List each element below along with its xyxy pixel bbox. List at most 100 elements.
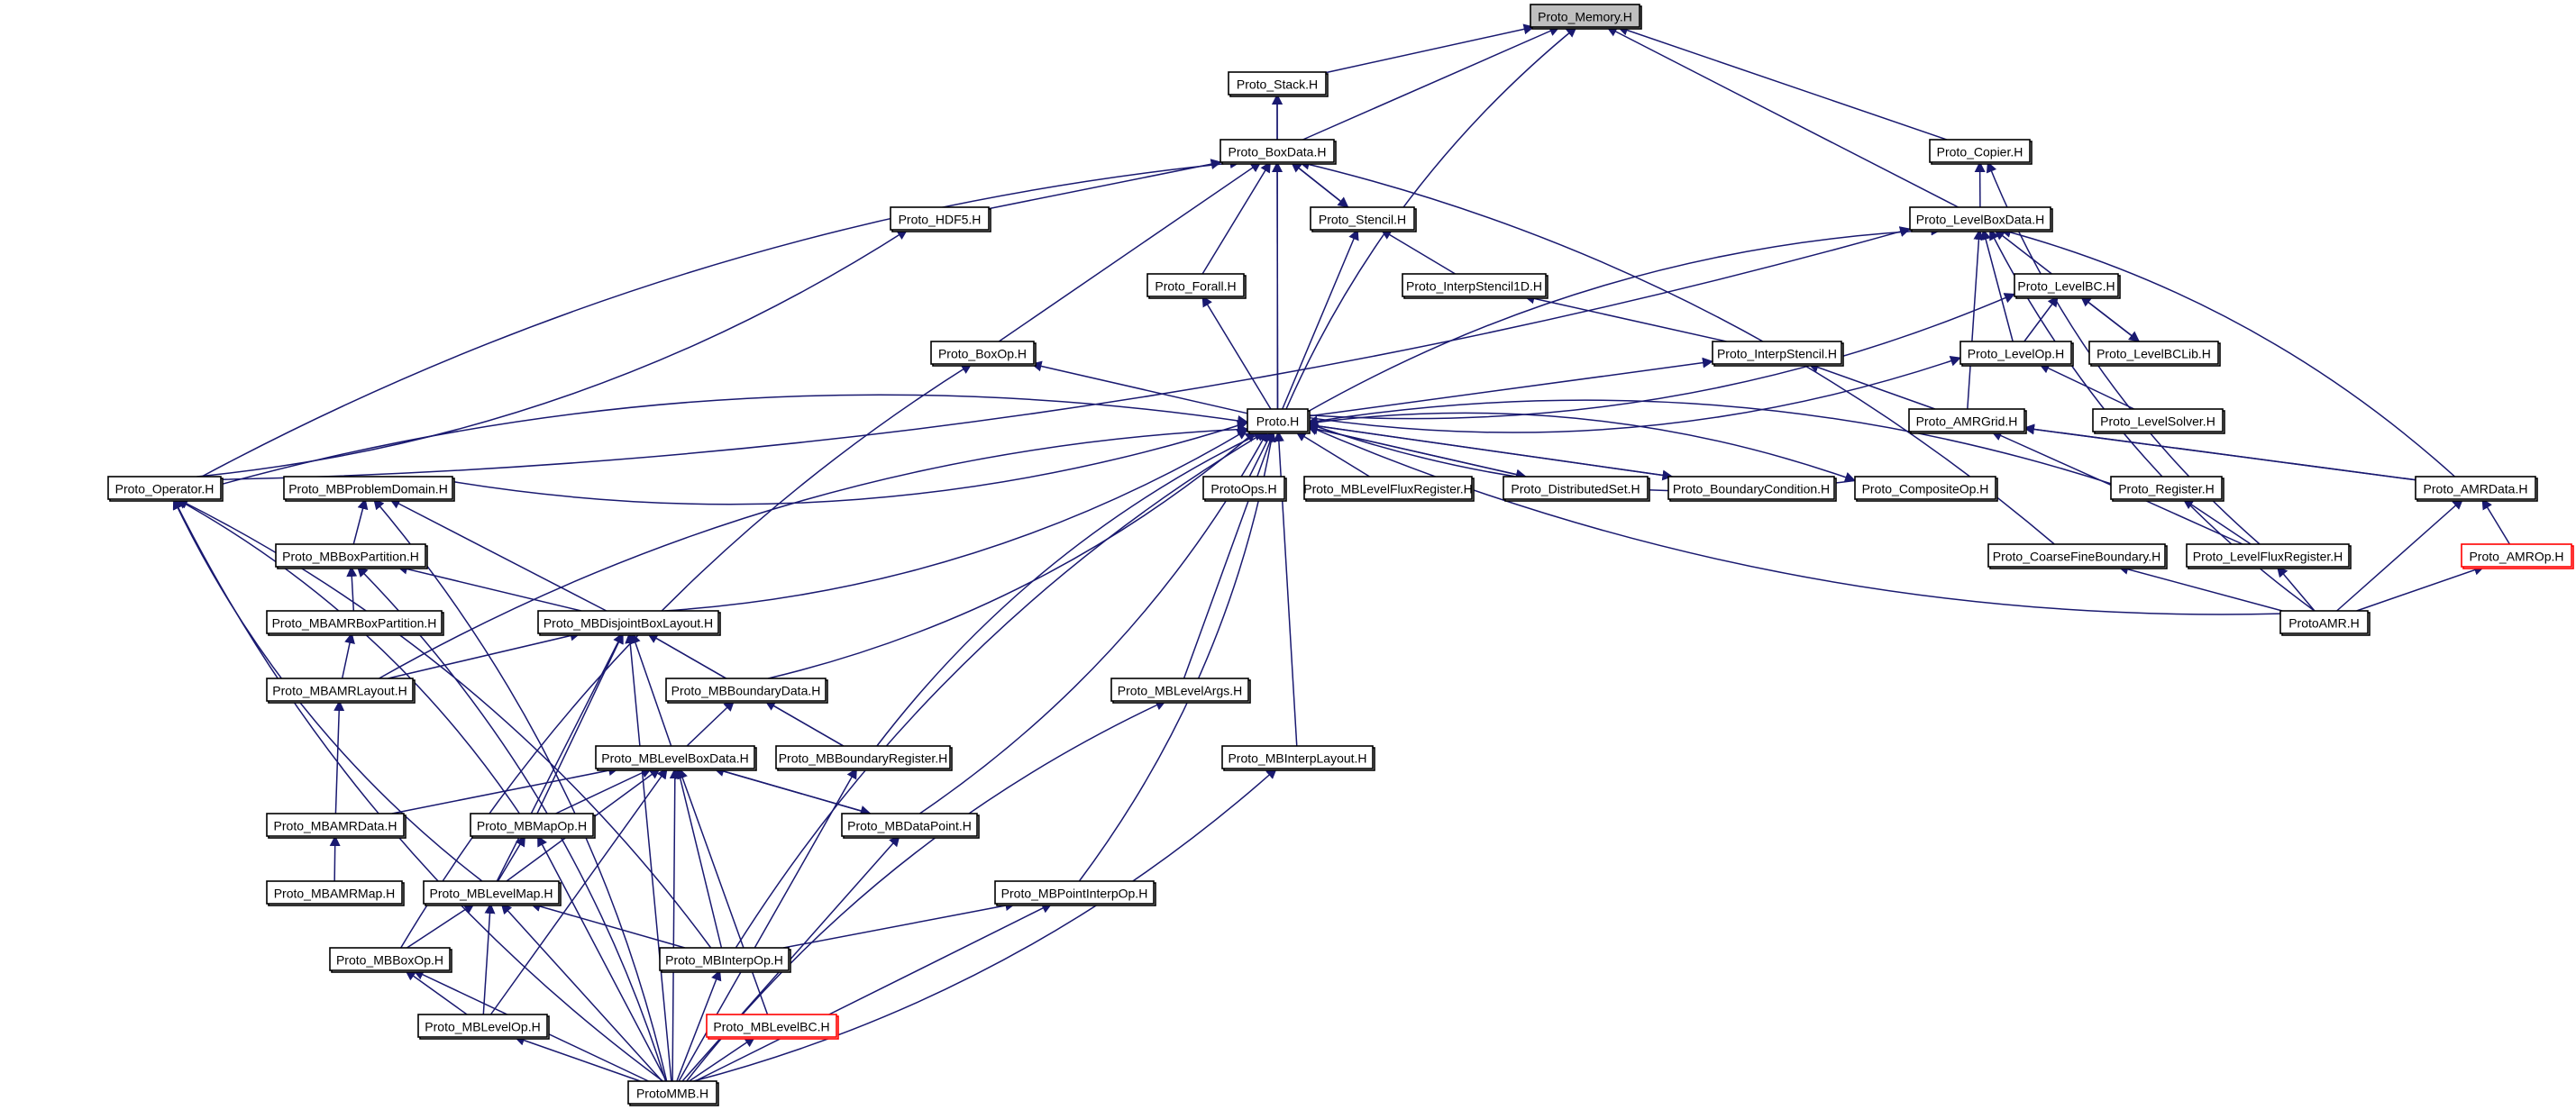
node-compositeop[interactable]: Proto_CompositeOp.H (1854, 476, 1998, 502)
node-mblevelbc[interactable]: Proto_MBLevelBC.H (706, 1014, 839, 1040)
edge-proto-to-forall (1201, 296, 1272, 410)
edge-line (220, 226, 1911, 480)
edge-line (1807, 362, 1936, 410)
node-distributedset[interactable]: Proto_DistributedSet.H (1503, 476, 1650, 502)
node-levelsolver[interactable]: Proto_LevelSolver.H (2092, 408, 2225, 434)
node-levelbc[interactable]: Proto_LevelBC.H (2014, 273, 2121, 299)
node-mbboundarydata[interactable]: Proto_MBBoundaryData.H (665, 678, 828, 704)
node-mblevelop[interactable]: Proto_MBLevelOp.H (417, 1014, 550, 1040)
node-boxop[interactable]: Proto_BoxOp.H (930, 341, 1037, 367)
node-levelbclib[interactable]: Proto_LevelBCLib.H (2088, 341, 2221, 367)
edge-protommb-to-operator (173, 498, 663, 1082)
edge-mblevelmap-to-mbdisjointboxlayout (496, 632, 624, 882)
node-box (2092, 408, 2224, 432)
edge-protommb-to-mbproblemdomain (373, 498, 668, 1082)
node-label: Proto_Operator.H (115, 482, 215, 496)
node-label: Proto_MBLevelOp.H (425, 1020, 540, 1034)
node-label: Proto_MBBoundaryRegister.H (779, 751, 948, 766)
node-mbinterplayout[interactable]: Proto_MBInterpLayout.H (1221, 745, 1375, 771)
node-mbboundaryregister[interactable]: Proto_MBBoundaryRegister.H (775, 745, 953, 771)
node-mbamrlayout[interactable]: Proto_MBAMRLayout.H (266, 678, 416, 704)
edge-mblevelbc-to-mblevelboxdata (677, 768, 769, 1015)
edge-mbproblemdomain-to-proto (452, 420, 1248, 505)
edge-line (201, 158, 1241, 478)
node-mblevelmap[interactable]: Proto_MBLevelMap.H (423, 880, 562, 906)
node-forall[interactable]: Proto_Forall.H (1146, 273, 1247, 299)
node-register[interactable]: Proto_Register.H (2110, 476, 2224, 502)
node-stencil[interactable]: Proto_Stencil.H (1310, 206, 1417, 232)
node-box (659, 947, 790, 971)
node-operator[interactable]: Proto_Operator.H (107, 476, 224, 502)
node-proto[interactable]: Proto.H (1247, 408, 1311, 434)
edge-mblevelfluxregister-to-proto (1295, 431, 1370, 478)
node-mbproblemdomain[interactable]: Proto_MBProblemDomain.H (283, 476, 455, 502)
node-box (890, 206, 990, 231)
node-mbdatapoint[interactable]: Proto_MBDataPoint.H (841, 813, 980, 839)
edge-mbinterpop-to-mblevelboxdata (674, 768, 723, 949)
edge-mbinterplayout-to-proto (1273, 431, 1298, 747)
node-amrdata[interactable]: Proto_AMRData.H (2415, 476, 2538, 502)
node-mbboxpartition[interactable]: Proto_MBBoxPartition.H (275, 543, 428, 569)
node-interpstencil[interactable]: Proto_InterpStencil.H (1712, 341, 1844, 367)
node-box (1929, 139, 2031, 163)
node-label: Proto_DistributedSet.H (1511, 482, 1640, 496)
node-coarsefine[interactable]: Proto_CoarseFineBoundary.H (1987, 543, 2168, 569)
node-amrop[interactable]: Proto_AMROp.H (2461, 543, 2574, 569)
node-label: Proto_MBProblemDomain.H (288, 482, 448, 496)
node-mbboxop[interactable]: Proto_MBBoxOp.H (329, 947, 452, 973)
edge-amrop-to-amrdata (2481, 498, 2511, 545)
node-box (1959, 341, 2072, 365)
node-label: Proto_BoxOp.H (938, 347, 1027, 361)
edge-line (1967, 229, 1985, 410)
node-mblevelargs[interactable]: Proto_MBLevelArgs.H (1110, 678, 1251, 704)
node-mblevelfluxregister[interactable]: Proto_MBLevelFluxRegister.H (1303, 476, 1475, 502)
node-protoops[interactable]: ProtoOps.H (1202, 476, 1287, 502)
node-box (1402, 273, 1547, 297)
node-mblevelboxdata[interactable]: Proto_MBLevelBoxData.H (595, 745, 757, 771)
node-levelfluxregister[interactable]: Proto_LevelFluxRegister.H (2186, 543, 2352, 569)
node-copier[interactable]: Proto_Copier.H (1929, 139, 2032, 165)
node-label: Proto_BoundaryCondition.H (1673, 482, 1830, 496)
node-mbdisjointboxlayout[interactable]: Proto_MBDisjointBoxLayout.H (537, 610, 721, 636)
edge-line (497, 835, 526, 882)
node-label: Proto_LevelBoxData.H (1916, 213, 2044, 227)
edge-line (2336, 498, 2464, 612)
node-boundarycondition[interactable]: Proto_BoundaryCondition.H (1667, 476, 1837, 502)
node-protommb[interactable]: ProtoMMB.H (627, 1080, 719, 1106)
node-box (994, 880, 1155, 905)
node-levelboxdata[interactable]: Proto_LevelBoxData.H (1909, 206, 2053, 232)
edge-line (1201, 161, 1272, 275)
node-protoamr[interactable]: ProtoAMR.H (2279, 610, 2370, 636)
node-interpstencil1d[interactable]: Proto_InterpStencil1D.H (1402, 273, 1548, 299)
edge-line (536, 632, 624, 814)
node-label: Proto_Stencil.H (1319, 213, 1406, 227)
node-mbinterpop[interactable]: Proto_MBInterpOp.H (659, 947, 791, 973)
node-stack[interactable]: Proto_Stack.H (1228, 71, 1329, 97)
node-mbamrdata[interactable]: Proto_MBAMRData.H (266, 813, 406, 839)
node-box (1221, 745, 1374, 769)
node-box (1712, 341, 1842, 365)
edge-coarsefine-to-boxdata (1298, 159, 2055, 545)
node-boxdata[interactable]: Proto_BoxData.H (1219, 139, 1337, 165)
edge-mbdisjointboxlayout-to-mbproblemdomain (388, 498, 607, 612)
node-amrgrid[interactable]: Proto_AMRGrid.H (1908, 408, 2027, 434)
edge-line (1030, 360, 1248, 414)
edge-line (1298, 159, 2055, 545)
edge-protommb-to-mblevelboxdata (669, 768, 681, 1082)
node-mbamrmap[interactable]: Proto_MBAMRMap.H (266, 880, 405, 906)
edge-line (341, 632, 355, 679)
edge-line (998, 161, 1262, 342)
edge-line (1325, 23, 1535, 74)
node-mbmapop[interactable]: Proto_MBMapOp.H (470, 813, 596, 839)
edge-line (669, 768, 681, 1082)
edge-line (988, 159, 1222, 210)
node-levelop[interactable]: Proto_LevelOp.H (1959, 341, 2074, 367)
node-hdf5[interactable]: Proto_HDF5.H (890, 206, 991, 232)
node-mbpointinterpop[interactable]: Proto_MBPointInterpOp.H (994, 880, 1156, 906)
node-mbamrboxpartition[interactable]: Proto_MBAMRBoxPartition.H (266, 610, 444, 636)
edge-proto-to-compositeop (1307, 412, 1856, 483)
node-box (930, 341, 1035, 365)
node-label: Proto_MBLevelArgs.H (1118, 684, 1243, 698)
node-memory[interactable]: Proto_Memory.H (1530, 4, 1642, 30)
edge-line (2481, 498, 2511, 545)
